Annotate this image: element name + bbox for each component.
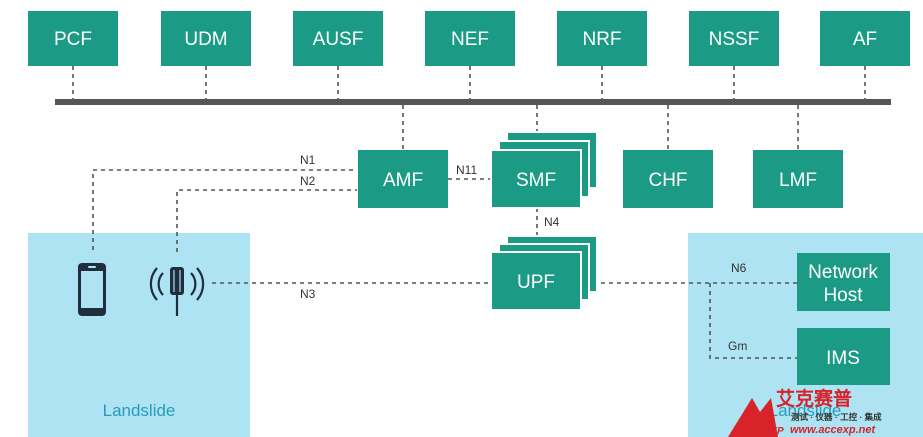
cell-tower-icon [149, 267, 205, 316]
nef-label: NEF [451, 29, 489, 50]
amf-label: AMF [383, 170, 423, 191]
af-box[interactable] [820, 11, 910, 66]
udm-label: UDM [184, 29, 227, 50]
pcf-label: PCF [54, 29, 92, 50]
ausf-box[interactable] [293, 11, 383, 66]
nssf-label: NSSF [709, 29, 760, 50]
watermark-mark: ACCEXP [741, 426, 784, 437]
nrf-label: NRF [582, 29, 621, 50]
network-host-box[interactable] [797, 253, 890, 311]
ausf-label: AUSF [313, 29, 364, 50]
label-n6: N6 [731, 261, 747, 275]
landslide-zone-right-label: Landslide [769, 401, 842, 420]
watermark-tagline: 测试 · 仪器 · 工控 · 集成 [791, 412, 882, 422]
landslide-zone-left [28, 233, 250, 437]
ims-box[interactable] [797, 328, 890, 385]
upf-label: UPF [517, 272, 555, 293]
watermark-brand: 艾克赛普 [776, 387, 852, 410]
top-nf-connectors [72, 66, 866, 99]
ims-label: IMS [826, 348, 860, 369]
label-n3: N3 [300, 287, 316, 301]
pcf-box[interactable] [28, 11, 118, 66]
nef-box[interactable] [425, 11, 515, 66]
service-bus [55, 99, 891, 105]
link-n1 [92, 169, 357, 250]
watermark-mark-icon [728, 398, 778, 437]
amf-box[interactable] [358, 150, 448, 208]
interface-links [92, 169, 797, 359]
network-host-label-line1: Network [808, 262, 878, 283]
upf-box[interactable] [490, 251, 582, 311]
label-n1: N1 [300, 153, 316, 167]
label-n2: N2 [300, 174, 316, 188]
chf-label: CHF [648, 170, 687, 191]
link-gm [709, 283, 797, 359]
nssf-box[interactable] [689, 11, 779, 66]
watermark-logo: 艾克赛普 测试 · 仪器 · 工控 · 集成 ACCEXP www.accexp… [728, 387, 882, 437]
smf-label: SMF [516, 170, 556, 191]
landslide-zone-left-label: Landslide [103, 401, 176, 420]
label-n4: N4 [544, 215, 560, 229]
smartphone-icon [78, 263, 106, 316]
udm-box[interactable] [161, 11, 251, 66]
chf-box[interactable] [623, 150, 713, 208]
lower-nf-connectors [402, 105, 799, 150]
lmf-box[interactable] [753, 150, 843, 208]
smf-box[interactable] [490, 149, 582, 209]
label-gm: Gm [728, 339, 747, 353]
network-host-label-line2: Host [823, 285, 863, 306]
top-nf-row: PCF UDM AUSF NEF NRF NSSF AF [28, 11, 910, 66]
smf-stack: SMF [490, 131, 598, 209]
nrf-box[interactable] [557, 11, 647, 66]
label-n11: N11 [456, 163, 477, 177]
lmf-label: LMF [779, 170, 817, 191]
upf-stack: UPF [490, 235, 598, 311]
af-label: AF [853, 29, 877, 50]
watermark-url: www.accexp.net [790, 424, 877, 436]
